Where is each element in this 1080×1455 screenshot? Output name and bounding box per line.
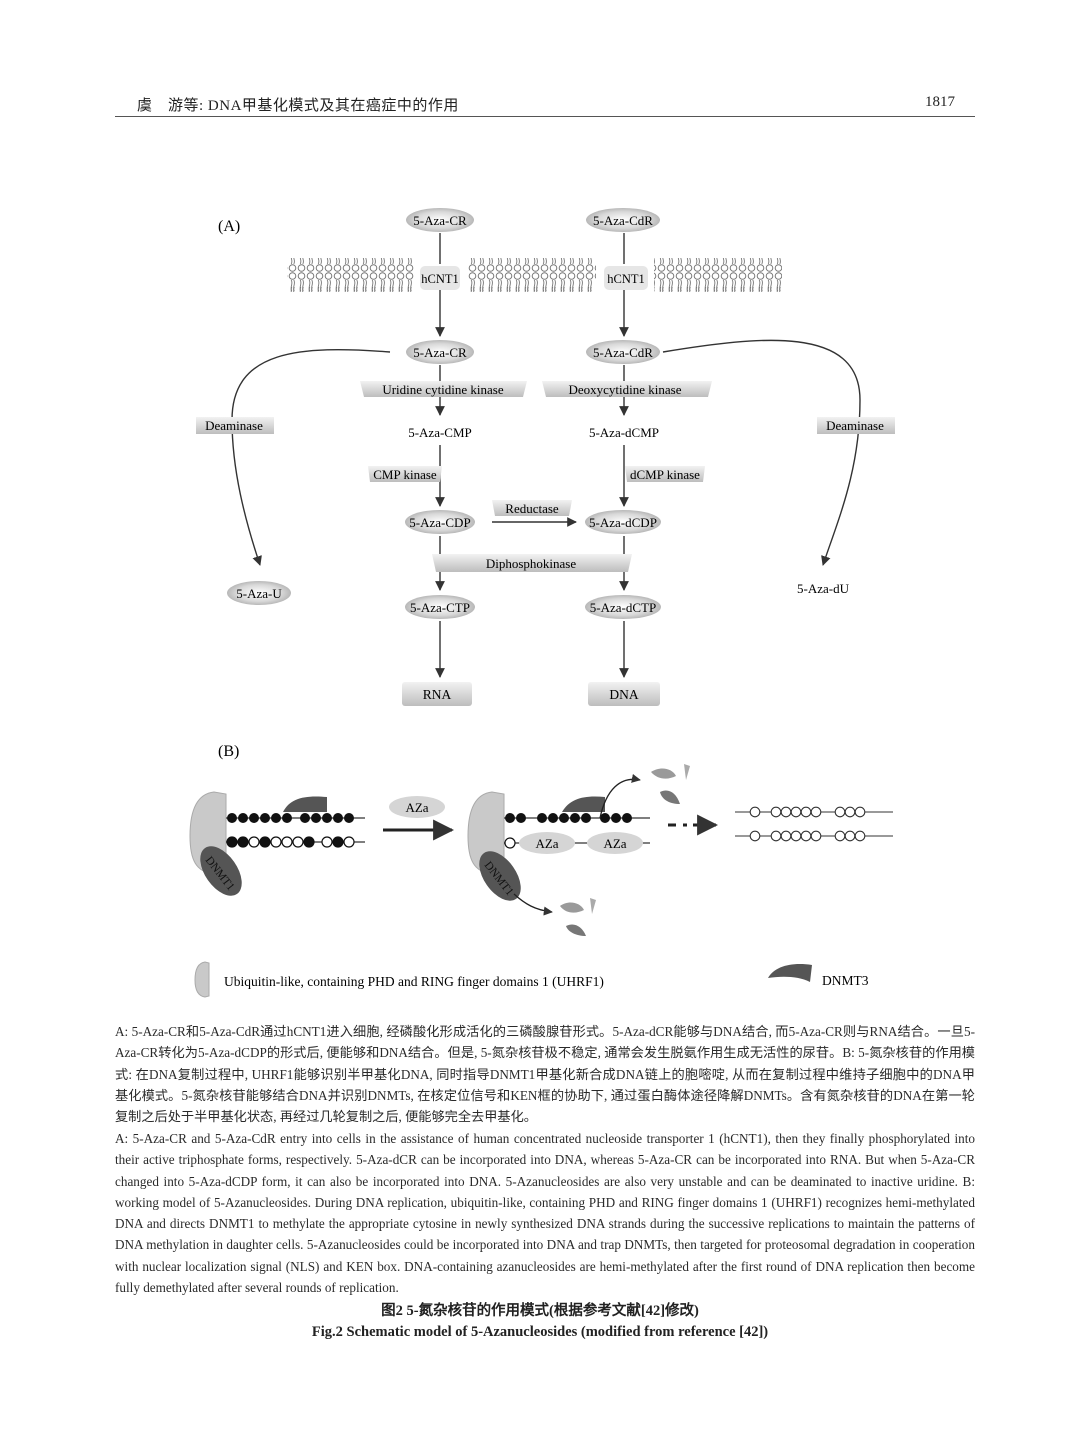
transporter-hcnt1-right: hCNT1	[607, 272, 645, 286]
drug-oval	[585, 510, 661, 534]
caption-chinese: A: 5-Aza-CR和5-Aza-CdR通过hCNT1进入细胞, 经磷酸化形成…	[115, 1024, 975, 1125]
enzyme-reductase: Reductase	[505, 501, 559, 516]
metabolite-5-aza-dctp: 5-Aza-dCTP	[590, 600, 656, 615]
dnmt3-shape	[562, 796, 605, 812]
enzyme-diphosphokinase: Diphosphokinase	[486, 556, 577, 571]
enzyme-bar	[817, 417, 895, 434]
aza-arrow-label: AZa	[405, 800, 428, 815]
enzyme-bar	[432, 554, 632, 572]
transporter-hcnt1-left: hCNT1	[421, 272, 459, 286]
target-rna: RNA	[423, 687, 452, 702]
metabolite-5-aza-cmp: 5-Aza-CMP	[408, 425, 472, 440]
dna-left-duplex: DNMT1	[189, 791, 365, 896]
metabolite-5-aza-cdp: 5-Aza-CDP	[409, 515, 470, 530]
cell-membrane	[654, 258, 782, 292]
inner-5-aza-cdr: 5-Aza-CdR	[593, 345, 653, 360]
enzyme-deaminase-left: Deaminase	[205, 418, 263, 433]
degraded-fragment	[660, 790, 680, 804]
drug-oval	[405, 595, 475, 619]
drug-5-aza-cdr: 5-Aza-CdR	[593, 213, 653, 228]
enzyme-uridine-cytidine-kinase: Uridine cytidine kinase	[382, 382, 504, 397]
dnmt1-shape	[479, 851, 521, 901]
target-box	[588, 682, 660, 706]
target-dna: DNA	[609, 687, 638, 702]
legend-dnmt3-icon	[768, 964, 812, 982]
enzyme-bar	[360, 381, 527, 397]
cell-membrane	[468, 258, 596, 292]
aza-label-1: AZa	[535, 836, 558, 851]
drug-5-aza-cr: 5-Aza-CR	[413, 213, 467, 228]
dnmt3-shape	[283, 796, 327, 812]
legend-dnmt3-label: DNMT3	[822, 973, 869, 988]
degraded-fragment	[566, 924, 586, 936]
enzyme-cmp-kinase: CMP kinase	[373, 467, 437, 482]
drug-oval	[586, 340, 660, 364]
product-5-aza-u: 5-Aza-U	[236, 586, 282, 601]
transporter	[604, 266, 648, 290]
dna-middle-duplex: AZa AZa DNMT1	[467, 764, 690, 936]
legend-uhrf1-label: Ubiquitin-like, containing PHD and RING …	[224, 974, 604, 989]
aza-oval	[587, 832, 643, 854]
legend-uhrf1-icon	[194, 961, 210, 998]
aza-oval	[519, 832, 575, 854]
degraded-fragment	[560, 902, 584, 913]
enzyme-deaminase-right: Deaminase	[826, 418, 884, 433]
header-title: 虞 游等: DNA甲基化模式及其在癌症中的作用	[137, 98, 459, 114]
drug-oval	[586, 208, 660, 232]
dna-demethylated-duplex	[735, 806, 893, 842]
product-5-aza-du: 5-Aza-dU	[797, 581, 850, 596]
metabolite-5-aza-dcdp: 5-Aza-dCDP	[589, 515, 657, 530]
enzyme-dcmp-kinase: dCMP kinase	[630, 467, 700, 482]
drug-oval	[405, 510, 475, 534]
drug-oval	[585, 595, 661, 619]
degraded-fragment	[590, 898, 596, 914]
drug-oval	[406, 340, 474, 364]
aza-label-2: AZa	[603, 836, 626, 851]
degraded-fragment	[684, 764, 690, 780]
cell-membrane	[287, 258, 414, 292]
drug-oval	[406, 208, 474, 232]
transporter	[420, 266, 460, 290]
caption-english: A: 5-Aza-CR and 5-Aza-CdR entry into cel…	[115, 1131, 975, 1296]
panel-a-label: (A)	[218, 218, 240, 235]
enzyme-deoxycytidine-kinase: Deoxycytidine kinase	[569, 382, 682, 397]
enzyme-bar	[542, 381, 712, 397]
target-box	[402, 682, 472, 706]
degraded-fragment	[651, 768, 676, 779]
metabolite-5-aza-dcmp: 5-Aza-dCMP	[589, 425, 659, 440]
enzyme-bar	[368, 466, 442, 482]
enzyme-bar	[625, 466, 705, 482]
aza-oval	[389, 796, 445, 818]
drug-oval	[227, 581, 291, 605]
dnmt1-shape	[200, 846, 242, 896]
metabolite-5-aza-ctp: 5-Aza-CTP	[410, 600, 470, 615]
enzyme-bar	[196, 417, 274, 434]
figure-2-diagram: (A) 5-Aza-CR 5-Aza-CdR hCNT1 hCNT1 5-Aza…	[189, 208, 895, 998]
panel-b-label: (B)	[218, 743, 239, 760]
enzyme-bar	[492, 500, 572, 516]
page-number: 1817	[925, 94, 955, 110]
inner-5-aza-cr: 5-Aza-CR	[413, 345, 467, 360]
running-header: 虞 游等: DNA甲基化模式及其在癌症中的作用 1817	[115, 92, 975, 117]
figure-title-english: Fig.2 Schematic model of 5-Azanucleoside…	[311, 1324, 769, 1340]
figure-title-chinese: 图2 5-氮杂核苷的作用模式(根据参考文献[42]修改)	[381, 1303, 699, 1319]
